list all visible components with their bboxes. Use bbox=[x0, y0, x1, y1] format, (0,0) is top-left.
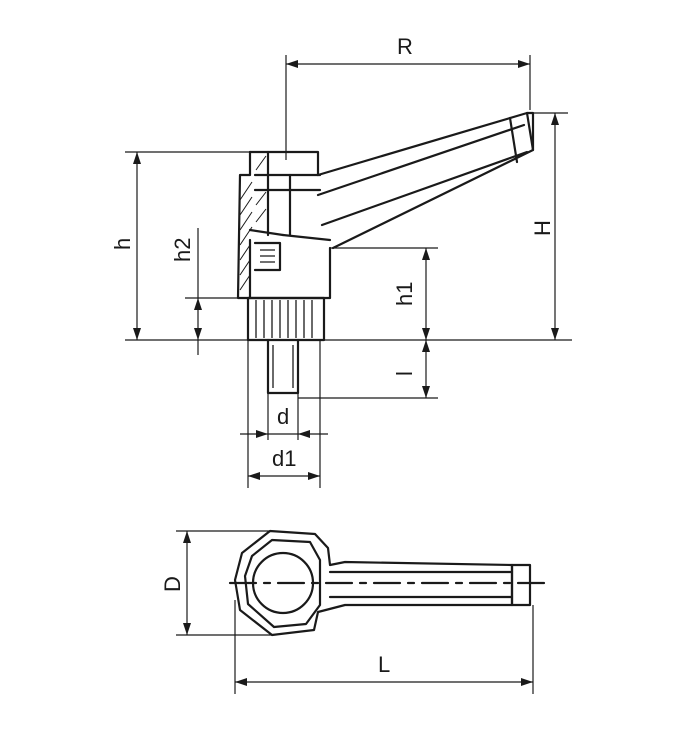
dimension-h: h bbox=[110, 151, 250, 340]
dimension-R: R bbox=[285, 34, 531, 160]
label-d1: d1 bbox=[272, 446, 296, 471]
label-L: L bbox=[378, 652, 390, 677]
octagon-outer bbox=[233, 529, 514, 637]
dimension-d1: d1 bbox=[247, 340, 321, 488]
label-h1: h1 bbox=[392, 282, 417, 306]
dimension-h2: h2 bbox=[170, 228, 248, 355]
knurled-ring bbox=[246, 296, 326, 342]
label-h: h bbox=[110, 238, 135, 250]
dimension-d: d bbox=[240, 393, 328, 440]
label-D: D bbox=[160, 576, 185, 592]
dimension-D: D bbox=[160, 530, 272, 636]
label-H: H bbox=[530, 220, 555, 236]
dimension-L: L bbox=[234, 600, 534, 694]
dimension-h1: h1 bbox=[330, 247, 438, 398]
label-l: l bbox=[392, 371, 417, 376]
threaded-stud bbox=[266, 338, 300, 395]
dimension-H: H bbox=[530, 112, 568, 340]
top-view: D L bbox=[160, 529, 554, 694]
label-h2: h2 bbox=[170, 238, 195, 262]
label-d: d bbox=[277, 404, 289, 429]
arm-tip bbox=[510, 563, 532, 607]
octagon-inner bbox=[243, 538, 322, 629]
dimension-l: l bbox=[298, 340, 438, 399]
hub-body bbox=[236, 150, 332, 300]
section-hatching bbox=[239, 155, 267, 291]
lever-arm bbox=[316, 111, 535, 250]
label-R: R bbox=[397, 34, 413, 59]
side-view: R h h2 H bbox=[110, 34, 572, 488]
